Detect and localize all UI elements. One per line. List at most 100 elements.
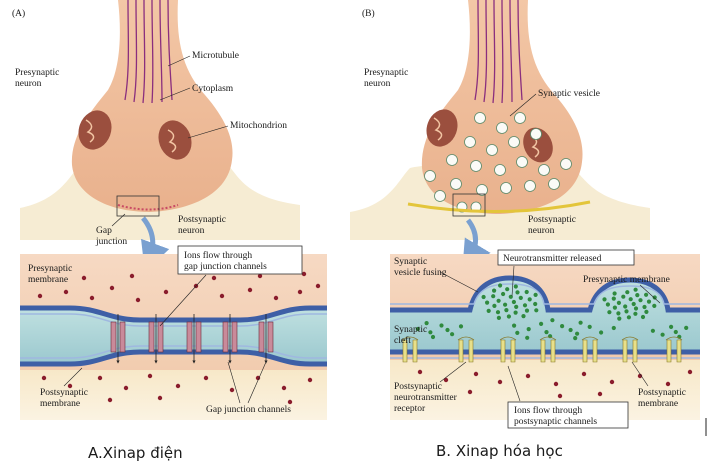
receptor-channel bbox=[539, 336, 557, 363]
ion-dot bbox=[219, 293, 225, 299]
receptor-channel bbox=[581, 336, 599, 363]
neurotransmitter-dot bbox=[481, 294, 486, 300]
ion-dot bbox=[609, 379, 615, 385]
neurotransmitter-dot bbox=[611, 296, 616, 301]
neurotransmitter-dot bbox=[644, 292, 649, 297]
zoom-box-a bbox=[116, 195, 160, 217]
gap-junction-channel bbox=[110, 314, 126, 364]
synaptic-vesicle bbox=[474, 112, 486, 124]
label-synaptic-vesicle: Synaptic vesicle bbox=[538, 89, 600, 99]
ion-dot bbox=[229, 387, 235, 393]
neurotransmitter-dot bbox=[515, 290, 520, 295]
neurotransmitter-dot bbox=[560, 324, 565, 329]
label-postsynaptic-neuron-a: Postsynaptic neuron bbox=[178, 215, 228, 236]
label-mitochondrion: Mitochondrion bbox=[230, 121, 287, 131]
ion-dot bbox=[175, 383, 181, 389]
neurotransmitter-dot bbox=[550, 318, 555, 323]
synaptic-vesicle bbox=[464, 136, 476, 148]
ion-dot bbox=[467, 389, 473, 395]
neurotransmitter-dot bbox=[526, 327, 531, 332]
ion-dot bbox=[315, 283, 321, 289]
neurotransmitter-dot bbox=[642, 304, 647, 310]
synaptic-vesicle bbox=[508, 136, 520, 148]
receptor-channel bbox=[401, 336, 419, 363]
ion-dot bbox=[97, 375, 103, 381]
neurotransmitter-dot bbox=[673, 329, 678, 335]
neurotransmitter-dot bbox=[521, 314, 526, 319]
label-presynaptic-membrane-a: Presynaptic membrane bbox=[28, 264, 75, 285]
neurotransmitter-dot bbox=[612, 305, 618, 310]
synaptic-vesicle bbox=[470, 160, 482, 172]
presynaptic-terminal-a bbox=[71, 0, 233, 212]
neurotransmitter-dot bbox=[450, 332, 455, 337]
neurotransmitter-dot bbox=[684, 325, 689, 330]
gap-junction-channel bbox=[258, 314, 274, 364]
neurotransmitter-dot bbox=[430, 334, 436, 340]
ion-dot bbox=[597, 391, 603, 397]
neurotransmitter-dot bbox=[533, 301, 538, 307]
neurotransmitter-dot bbox=[515, 330, 520, 335]
ion-dot bbox=[147, 373, 153, 379]
ion-dot bbox=[637, 373, 643, 379]
label-postsynaptic-membrane-a: Postsynaptic membrane bbox=[40, 388, 90, 409]
synaptic-vesicle bbox=[516, 156, 528, 168]
neurotransmitter-dot bbox=[445, 327, 450, 333]
microtubules-b bbox=[474, 0, 523, 104]
label-ions-flow-b: Ions flow through postsynaptic channels bbox=[514, 405, 597, 427]
neurotransmitter-dot bbox=[621, 294, 626, 299]
label-cytoplasm: Cytoplasm bbox=[192, 84, 234, 94]
mitochondrion-icon bbox=[78, 110, 112, 150]
neurotransmitter-dot bbox=[544, 330, 549, 335]
neurotransmitter-dot bbox=[524, 289, 529, 295]
ion-dot bbox=[687, 369, 693, 375]
neurotransmitters bbox=[415, 283, 689, 341]
ion-dot bbox=[297, 289, 303, 295]
synaptic-vesicle bbox=[524, 180, 536, 192]
neurotransmitter-dot bbox=[534, 308, 539, 313]
neurotransmitter-dot bbox=[578, 320, 583, 325]
neurotransmitter-dot bbox=[439, 323, 444, 328]
label-gap-junction: Gap junction bbox=[95, 226, 127, 247]
ions-flow-box-b bbox=[507, 401, 629, 429]
synaptic-vesicle bbox=[496, 122, 508, 134]
neurotransmitter-dot bbox=[624, 309, 629, 314]
neurotransmitter-dot bbox=[524, 308, 530, 313]
caption-a: A.Xinap điện bbox=[88, 444, 183, 462]
label-postsynaptic-neuron-b: Postsynaptic neuron bbox=[528, 215, 578, 236]
synaptic-vesicle bbox=[514, 112, 526, 124]
neurotransmitter-dot bbox=[633, 306, 639, 311]
ion-dot bbox=[273, 295, 279, 301]
ion-dot bbox=[473, 371, 479, 377]
neurotransmitter-dot bbox=[495, 310, 501, 315]
neurotransmitter-dot bbox=[611, 325, 616, 331]
presynaptic-membrane-a bbox=[20, 305, 327, 323]
neurotransmitter-dot bbox=[652, 303, 657, 308]
neurotransmitter-dot bbox=[605, 302, 611, 307]
neurotransmitter-dot bbox=[415, 326, 420, 332]
ion-dot bbox=[255, 375, 261, 381]
neurotransmitter-dot bbox=[635, 293, 640, 298]
gap-junction-channel bbox=[222, 314, 238, 364]
zoom-panel-a: Ions flow through gap junction channels … bbox=[20, 245, 327, 420]
ion-dot bbox=[163, 289, 169, 295]
neurotransmitter-dot bbox=[587, 324, 592, 329]
neurotransmitter-dot bbox=[424, 321, 429, 326]
label-synaptic-cleft: Synaptic cleft bbox=[394, 325, 430, 346]
neurotransmitter-dot bbox=[539, 321, 544, 326]
neurotransmitter-dot bbox=[631, 301, 636, 307]
neurotransmitter-dot bbox=[514, 304, 519, 309]
cleft-a bbox=[20, 310, 327, 362]
neurotransmitter-dot bbox=[518, 295, 523, 300]
caption-b: B. Xinap hóa học bbox=[436, 442, 563, 460]
neurotransmitter-dot bbox=[626, 315, 632, 320]
presynaptic-membrane-b bbox=[390, 275, 700, 313]
neurotransmitter-dot bbox=[501, 291, 506, 297]
neurotransmitter-dot bbox=[522, 303, 528, 308]
synaptic-vesicle bbox=[530, 128, 542, 140]
ion-dot bbox=[37, 293, 43, 299]
ion-dot bbox=[287, 399, 293, 405]
neurotransmitter-dot bbox=[573, 336, 578, 341]
neurotransmitter-dot bbox=[513, 310, 518, 315]
neurotransmitter-dot bbox=[633, 287, 638, 292]
label-presynaptic-membrane-b: Presynaptic membrane bbox=[583, 275, 670, 285]
